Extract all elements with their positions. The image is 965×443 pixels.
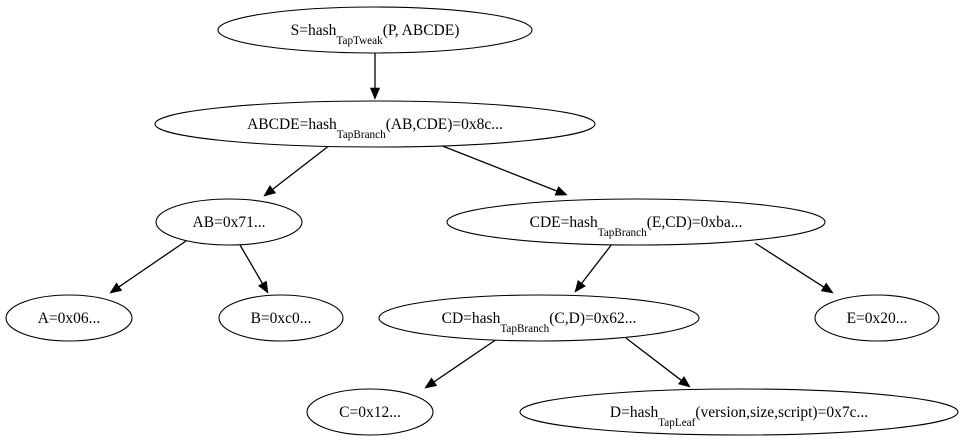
node-label: A=0x06... [38,310,101,327]
edge-line [433,338,498,383]
edge-abcde-to-ab [263,144,331,197]
arrowhead-icon [677,376,691,388]
node-d[interactable]: D=hashTapLeaf(version,size,script)=0x7c.… [519,388,959,436]
edge-line [439,144,558,192]
node-ellipse[interactable] [446,198,826,246]
node-label: B=0xc0... [251,310,312,327]
edge-cd-to-d [625,337,691,388]
node-ellipse[interactable] [814,294,940,342]
node-label: CD=hashTapBranch(C,D)=0x62... [442,310,637,335]
node-ellipse[interactable] [155,198,303,246]
edge-cde-to-cd [574,243,613,293]
edge-ab-to-a [109,240,187,294]
node-cd[interactable]: CD=hashTapBranch(C,D)=0x62... [378,294,700,342]
arrowhead-icon [574,279,586,293]
arrowhead-icon [263,185,277,197]
node-ellipse[interactable] [217,6,533,54]
edge-line [581,243,613,284]
arrowhead-icon [257,280,269,294]
node-ellipse[interactable] [154,100,596,148]
node-cde[interactable]: CDE=hashTapBranch(E,CD)=0xba... [446,198,826,246]
edge-line [625,337,682,381]
node-label: ABCDE=hashTapBranch(AB,CDE)=0x8c... [247,116,503,141]
node-a[interactable]: A=0x06... [5,294,133,342]
node-abcde[interactable]: ABCDE=hashTapBranch(AB,CDE)=0x8c... [154,100,596,148]
edge-line [118,240,187,288]
edge-line [239,244,264,284]
node-c[interactable]: C=0x12... [306,388,434,436]
node-label: AB=0x71... [193,214,266,231]
arrowhead-icon [109,282,123,294]
edge-cde-to-e [754,242,834,294]
node-e[interactable]: E=0x20... [814,294,940,342]
node-label: C=0x12... [339,404,401,421]
node-label: E=0x20... [847,310,908,327]
arrowhead-icon [554,186,568,196]
node-label: CDE=hashTapBranch(E,CD)=0xba... [530,214,743,239]
edge-line [754,242,825,288]
arrowhead-icon [424,377,438,389]
edge-layer [109,53,834,389]
node-ellipse[interactable] [306,388,434,436]
node-label: D=hashTapLeaf(version,size,script)=0x7c.… [610,404,868,429]
node-label: S=hashTapTweak(P, ABCDE) [291,22,460,47]
arrowhead-icon [369,87,381,100]
node-ellipse[interactable] [5,294,133,342]
node-ellipse[interactable] [378,294,700,342]
arrowhead-icon [820,282,834,294]
node-layer: S=hashTapTweak(P, ABCDE) ABCDE=hashTapBra… [5,6,959,436]
node-ab[interactable]: AB=0x71... [155,198,303,246]
node-ellipse[interactable] [519,388,959,436]
edge-line [272,144,331,190]
edge-s-to-abcde [369,53,381,100]
edge-ab-to-b [239,244,269,294]
edge-abcde-to-cde [439,144,568,196]
node-s[interactable]: S=hashTapTweak(P, ABCDE) [217,6,533,54]
edge-cd-to-c [424,338,498,389]
node-b[interactable]: B=0xc0... [218,294,344,342]
node-ellipse[interactable] [218,294,344,342]
